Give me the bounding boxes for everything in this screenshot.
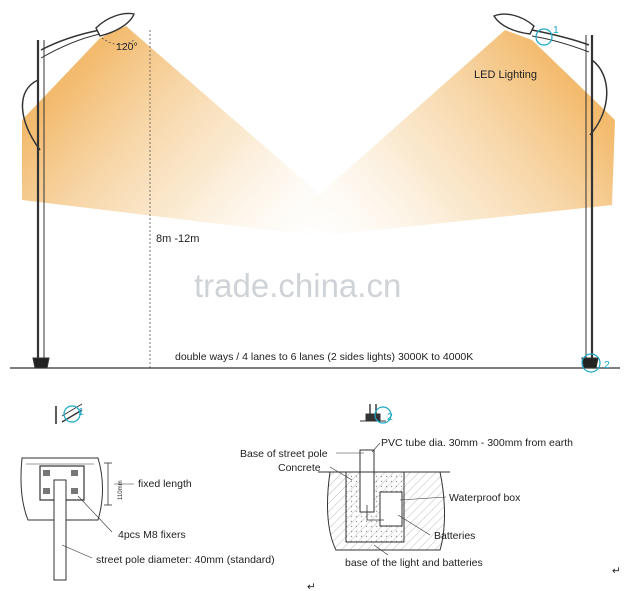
pole-diameter-label: street pole diameter: 40mm (standard) [96, 554, 275, 566]
concrete-label: Concrete [278, 462, 321, 474]
street-lamp-head-icon [492, 13, 535, 35]
foundation-detail [318, 442, 450, 556]
watermark: trade.china.cn [194, 267, 401, 304]
callout-ring-2 [581, 353, 601, 373]
led-lighting-label: LED Lighting [474, 69, 537, 81]
batteries-label: Batteries [434, 530, 475, 542]
pvc-tube-label: PVC tube dia. 30mm - 300mm from earth [381, 437, 573, 449]
detail-2-icon [360, 404, 392, 424]
height-label: 8m -12m [156, 233, 199, 245]
left-light-beam [22, 26, 355, 235]
base-pole-label: Base of street pole [240, 448, 328, 460]
fixer-bracket-detail [20, 457, 134, 581]
road-spec-label: double ways / 4 lanes to 6 lanes (2 side… [175, 351, 473, 363]
left-street-pole [21, 29, 101, 369]
detail-1-icon [55, 403, 83, 424]
right-street-pole [531, 29, 608, 369]
callout-1-label: 1 [553, 24, 559, 36]
street-lamp-head-icon [95, 12, 135, 37]
right-light-beam [285, 30, 615, 235]
foundation-caption: base of the light and batteries [345, 557, 483, 569]
callout-2-label: 2 [604, 359, 610, 371]
return-arrow-icon: ↵ [612, 565, 621, 577]
angle-arc [101, 37, 135, 45]
fixers-label: 4pcs M8 fixers [118, 529, 186, 541]
callout-ring-1 [535, 28, 553, 46]
fixed-length-label: fixed length [138, 478, 192, 490]
waterproof-box-label: Waterproof box [449, 492, 521, 504]
dimension-110mm: 110mm [118, 480, 124, 500]
detail-1-callout: 1 [78, 406, 84, 418]
return-arrow-icon: ↵ [307, 581, 316, 591]
angle-label: 120° [116, 41, 138, 53]
detail-2-callout: 2 [387, 411, 393, 423]
